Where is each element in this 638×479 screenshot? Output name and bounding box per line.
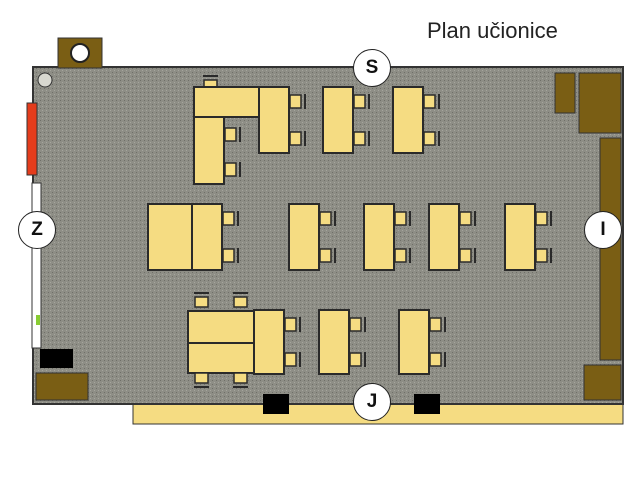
group-table-top [187, 310, 255, 344]
chair [284, 317, 297, 332]
teacher-desk-top [193, 86, 261, 118]
chair [394, 248, 407, 263]
chair [535, 248, 548, 263]
chair [349, 317, 362, 332]
double-table-left [147, 203, 193, 271]
student-desk [322, 86, 354, 154]
cabinet-bottom-left [35, 372, 89, 401]
compass-north: S [353, 49, 391, 87]
chair [459, 211, 472, 226]
student-desk [504, 203, 536, 271]
student-desk [258, 86, 290, 154]
plan-title: Plan učionice [427, 18, 558, 43]
chair [222, 248, 235, 263]
cabinet-right-top [578, 72, 622, 134]
window-marker [36, 315, 40, 325]
chair [289, 94, 302, 109]
student-desk [288, 203, 320, 271]
compass-west: Z [18, 211, 56, 249]
vent-circle [70, 43, 90, 63]
chair [353, 94, 366, 109]
student-desk [363, 203, 395, 271]
chair [459, 248, 472, 263]
compass-south: J [353, 383, 391, 421]
door-left [263, 394, 289, 414]
student-desk [253, 309, 285, 375]
chair [224, 162, 237, 177]
chair [319, 248, 332, 263]
chair [394, 211, 407, 226]
chair [222, 211, 235, 226]
chair [233, 372, 248, 384]
chair [349, 352, 362, 367]
chair [194, 372, 209, 384]
furniture [147, 75, 552, 388]
chair [535, 211, 548, 226]
chair [429, 352, 442, 367]
compass-east: I [584, 211, 622, 249]
chair [353, 131, 366, 146]
cabinet-right-bottom [583, 364, 622, 401]
chair [224, 127, 237, 142]
red-board [26, 102, 38, 176]
group-table-bottom [187, 342, 255, 374]
teacher-desk-side [193, 116, 225, 185]
student-desk [191, 203, 223, 271]
chair [233, 296, 248, 308]
black-box-left [40, 349, 73, 368]
chair [319, 211, 332, 226]
student-desk [318, 309, 350, 375]
door-right [414, 394, 440, 414]
chair [194, 296, 209, 308]
chair [289, 131, 302, 146]
student-desk [428, 203, 460, 271]
student-desk [392, 86, 424, 154]
chair [429, 317, 442, 332]
chair [423, 131, 436, 146]
chair [284, 352, 297, 367]
window-strip [31, 182, 42, 349]
cabinet-right-long [599, 137, 622, 361]
student-desk [398, 309, 430, 375]
chair [423, 94, 436, 109]
cabinet-right-small [554, 72, 576, 114]
corner-circle [37, 72, 53, 88]
